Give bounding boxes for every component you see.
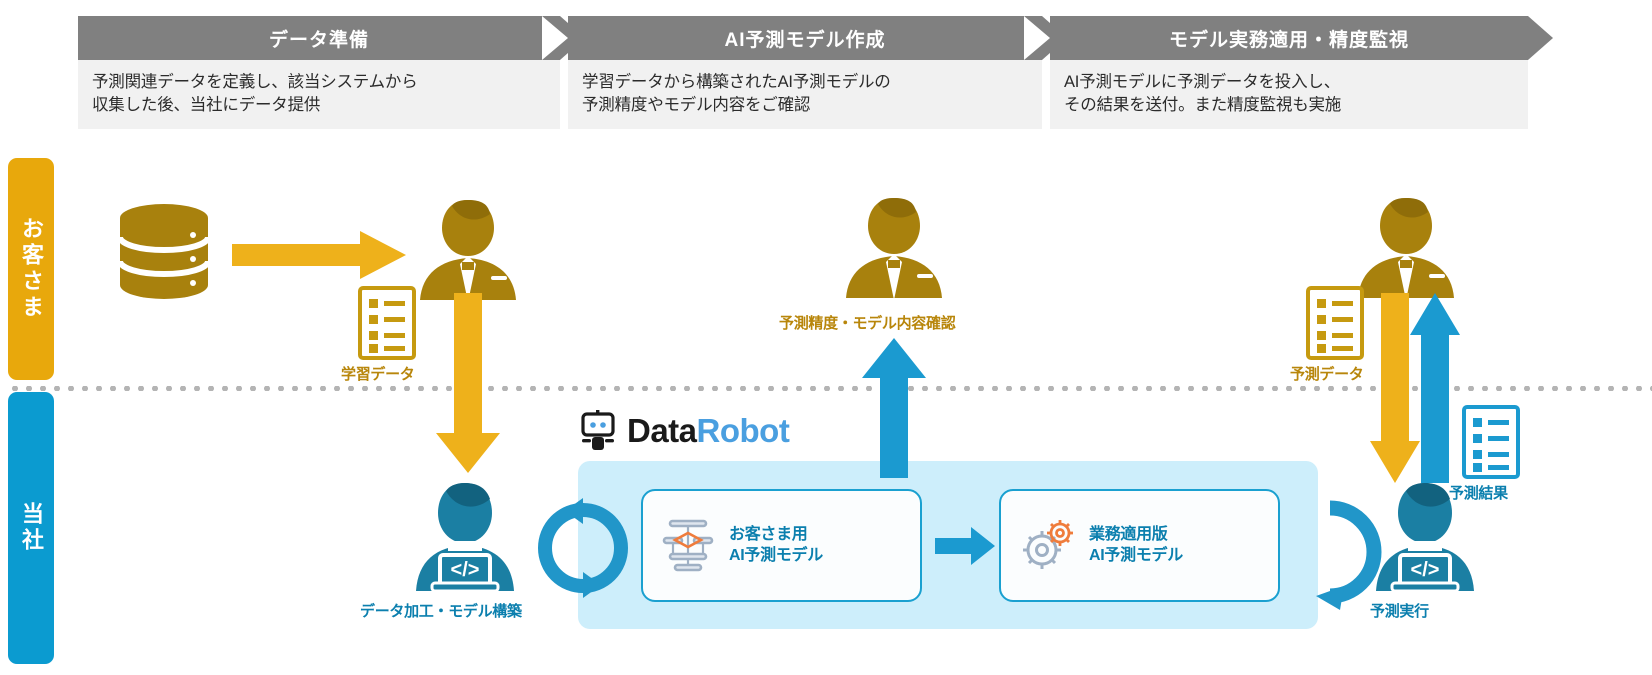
developer-icon: </> <box>416 483 514 593</box>
prediction-data-down-arrow-icon <box>1370 293 1420 483</box>
phase-3-title: モデル実務適用・精度監視 <box>1168 29 1409 51</box>
caption-training-data: 学習データ <box>341 366 415 383</box>
model-transfer-arrow-icon <box>935 527 995 565</box>
datarobot-name-blue: Robot <box>696 412 790 449</box>
robot-icon <box>581 410 615 450</box>
phase-2-title: AI予測モデル作成 <box>724 29 886 51</box>
lane-customer-label: お客さま <box>19 217 44 321</box>
training-data-down-arrow-icon <box>436 293 500 473</box>
phase-1-title: データ準備 <box>268 29 369 51</box>
gears-icon <box>1023 519 1073 569</box>
model-box-customer: お客さま用 AI予測モデル <box>641 489 922 602</box>
phase-2-header: AI予測モデル作成 <box>542 16 1067 60</box>
phase-3-header: モデル実務適用・精度監視 <box>1024 16 1553 60</box>
customer-person-icon <box>420 200 516 302</box>
database-icon <box>118 204 210 299</box>
phase-column-2: AI予測モデル作成 学習データから構築されたAI予測モデルの 予測精度やモデル内… <box>542 16 1067 129</box>
prediction-result-up-arrow-icon <box>1410 293 1460 483</box>
caption-data-prep-model-build: データ加工・モデル構築 <box>360 603 522 620</box>
caption-accuracy-model-check: 予測精度・モデル内容確認 <box>779 315 956 332</box>
prediction-loop-arrow-icon <box>1316 500 1382 610</box>
lane-divider <box>8 386 1652 391</box>
prediction-run-developer-icon: </> <box>1376 483 1474 593</box>
phase-1-description: 予測関連データを定義し、該当システムから 収集した後、当社にデータ提供 <box>78 60 560 129</box>
datarobot-logo: DataRobot <box>578 410 790 452</box>
phase-3-description: AI予測モデルに予測データを投入し、 その結果を送付。また精度監視も実施 <box>1050 60 1528 129</box>
datarobot-wordmark: DataRobot <box>627 412 790 450</box>
caption-prediction-result: 予測結果 <box>1449 485 1508 502</box>
model-box-production: 業務適用版 AI予測モデル <box>999 489 1280 602</box>
lane-company-label: 当社 <box>19 502 44 554</box>
neural-network-icon <box>662 519 714 571</box>
svg-text:</>: </> <box>451 559 480 581</box>
lane-company: 当社 <box>8 392 54 664</box>
phase-column-3: モデル実務適用・精度監視 AI予測モデルに予測データを投入し、 その結果を送付。… <box>1024 16 1553 129</box>
prediction-customer-person-icon <box>1358 198 1454 300</box>
model-box-production-label: 業務適用版 AI予測モデル <box>1089 525 1183 564</box>
iteration-cycle-icon <box>538 498 628 598</box>
reviewer-person-icon <box>846 198 942 300</box>
lane-customer: お客さま <box>8 158 54 380</box>
caption-prediction-run: 予測実行 <box>1370 603 1429 620</box>
training-data-list-icon <box>358 286 416 360</box>
caption-prediction-data: 予測データ <box>1290 366 1364 383</box>
datarobot-name-dark: Data <box>627 412 697 449</box>
svg-text:</>: </> <box>1411 559 1440 581</box>
phase-2-description: 学習データから構築されたAI予測モデルの 予測精度やモデル内容をご確認 <box>568 60 1042 129</box>
phase-column-1: データ準備 予測関連データを定義し、該当システムから 収集した後、当社にデータ提… <box>78 16 585 129</box>
model-box-customer-label: お客さま用 AI予測モデル <box>729 525 823 564</box>
phase-1-header: データ準備 <box>78 16 585 60</box>
model-review-up-arrow-icon <box>862 338 926 478</box>
prediction-data-list-icon <box>1306 286 1364 360</box>
data-transfer-arrow-icon <box>232 231 406 279</box>
prediction-result-list-icon <box>1462 405 1520 479</box>
